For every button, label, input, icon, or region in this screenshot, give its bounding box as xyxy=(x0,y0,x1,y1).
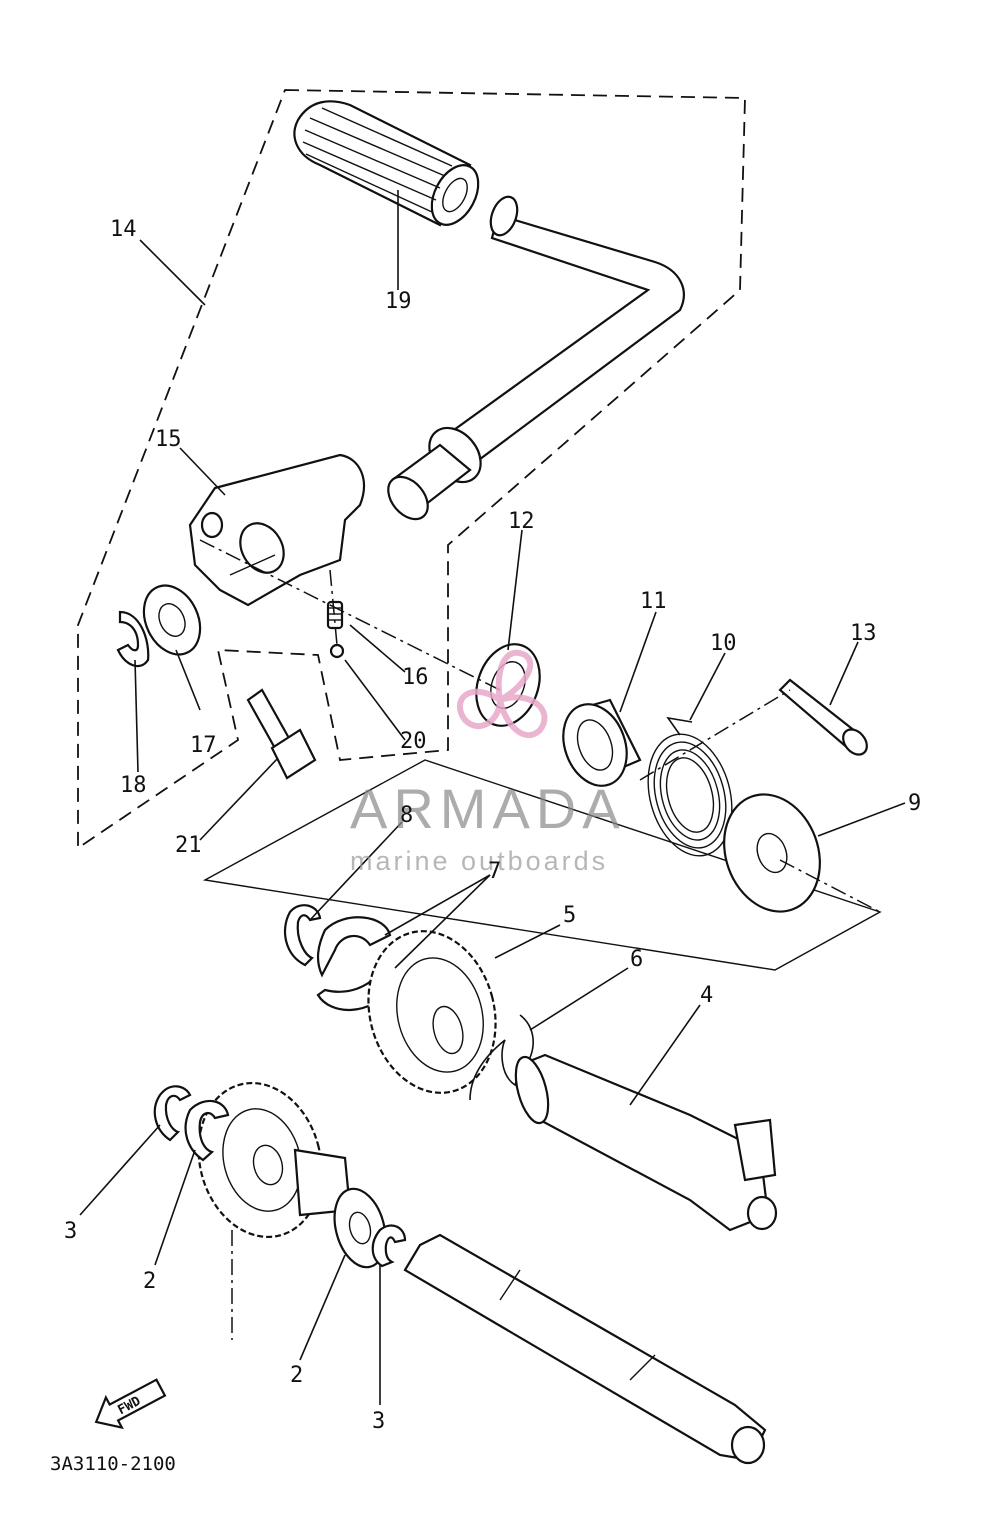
callout-c14: 15 xyxy=(155,427,182,452)
callout-c12: 13 xyxy=(850,621,877,646)
callout-c8: 9 xyxy=(908,791,921,816)
idler-washer-left-part xyxy=(184,1099,230,1162)
fwd-arrow-icon: FWD xyxy=(94,1378,167,1430)
torsion-spring-part xyxy=(647,716,733,857)
callout-c23: 2 xyxy=(290,1363,303,1388)
watermark-tagline: marine outboards xyxy=(350,846,608,876)
axis-line xyxy=(779,859,881,913)
leader-lines xyxy=(79,190,906,1405)
oil-seal-part xyxy=(475,643,541,727)
spring-guide-part xyxy=(562,698,642,787)
pin-part xyxy=(778,678,868,756)
kick-crank-assembly-outline xyxy=(77,89,746,850)
ratchet-gear-part xyxy=(367,930,497,1094)
callout-c19: 20 xyxy=(400,729,427,754)
callout-c5: 6 xyxy=(630,947,643,972)
main-shaft-part xyxy=(403,1233,767,1465)
drawing-code: 3A3110-2100 xyxy=(50,1453,176,1475)
callout-c20: 21 xyxy=(175,833,202,858)
spring-group-outline xyxy=(202,759,882,971)
idler-clip-right-part xyxy=(371,1224,407,1268)
callout-c13: 14 xyxy=(110,217,137,242)
callout-labels: 3 2 3 2 4 5 6 7 8 9 10 11 12 13 14 15 19… xyxy=(64,217,921,1434)
watermark: ARMADA marine outboards xyxy=(350,649,626,876)
axis-line xyxy=(329,569,338,646)
axis-line xyxy=(639,689,791,781)
axis-line xyxy=(199,539,501,691)
detent-spring-part xyxy=(326,600,344,630)
callout-c22: 3 xyxy=(64,1219,77,1244)
kick-boss-part xyxy=(188,453,365,607)
callout-c6: 7 xyxy=(488,859,501,884)
callout-c10: 11 xyxy=(640,589,667,614)
callout-c24: 3 xyxy=(372,1409,385,1434)
kick-lever-arm-part xyxy=(387,195,685,521)
kick-axle-part xyxy=(514,1053,778,1232)
callout-c4: 5 xyxy=(563,903,576,928)
circlip-part xyxy=(116,610,150,668)
washer-part xyxy=(142,584,202,656)
plate-washer-part xyxy=(723,793,821,913)
callout-c18: 19 xyxy=(385,289,412,314)
callout-c3: 4 xyxy=(700,983,713,1008)
clamp-bolt-part xyxy=(246,688,317,780)
callout-c17: 18 xyxy=(120,773,147,798)
idler-gear-part xyxy=(197,1081,352,1239)
watermark-brand: ARMADA xyxy=(350,777,626,840)
wire-clip-part xyxy=(469,1014,534,1101)
callout-c15: 16 xyxy=(402,665,429,690)
callout-c11: 12 xyxy=(508,509,535,534)
callout-c16: 17 xyxy=(190,733,217,758)
ratchet-clip-part xyxy=(283,904,322,967)
kick-grip-part xyxy=(293,100,480,227)
propeller-logo-icon xyxy=(457,649,548,739)
idler-clip-left-part xyxy=(153,1085,192,1142)
detent-ball-part xyxy=(329,643,345,659)
callout-c7: 8 xyxy=(400,803,413,828)
callout-c21: 2 xyxy=(143,1269,156,1294)
callout-c9: 10 xyxy=(710,631,737,656)
